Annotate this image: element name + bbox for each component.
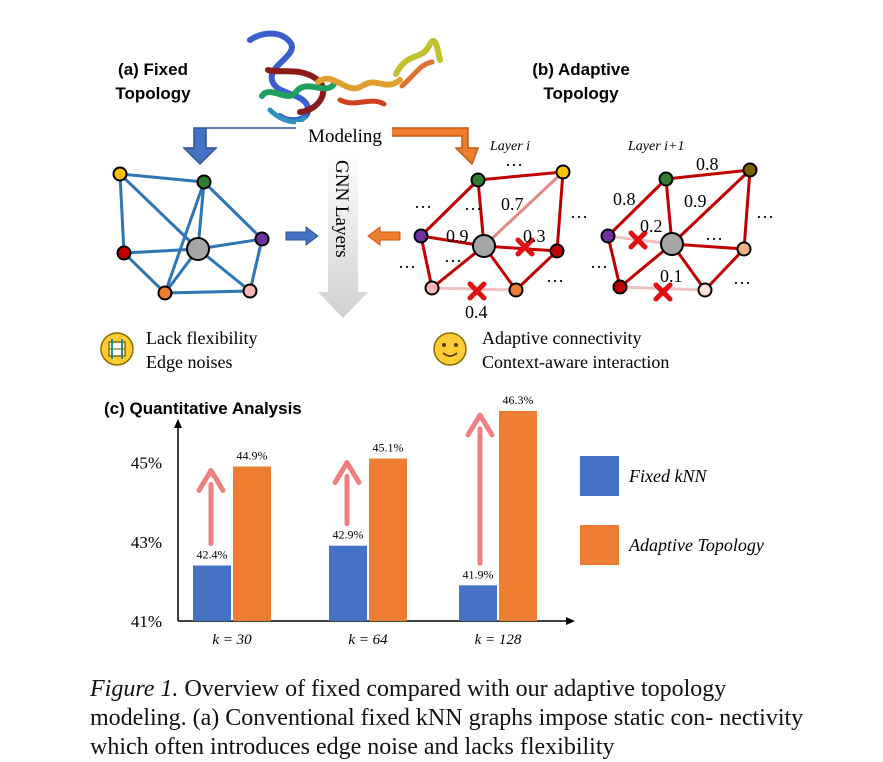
- ellipsis: …: [464, 194, 482, 214]
- bar: [329, 545, 367, 621]
- arrow-from-gnn: [367, 226, 401, 246]
- x-tick-label: k = 64: [348, 632, 388, 648]
- panel-a-title-line1: (a) Fixed: [118, 60, 188, 79]
- bar-value-label: 42.9%: [333, 528, 364, 542]
- ellipsis: …: [705, 224, 723, 244]
- weight-label: 0.8: [696, 154, 719, 174]
- y-tick-label: 43%: [131, 533, 162, 552]
- adaptive-graph-layer-i-nodes: [413, 164, 571, 298]
- weight-label: 0.9: [684, 191, 707, 211]
- panel-a-title-line2: Topology: [115, 84, 191, 103]
- molecule-illustration: [247, 30, 443, 125]
- panel-a-desc-line2: Edge noises: [146, 352, 232, 372]
- weight-label: 0.7: [501, 194, 524, 214]
- ellipsis: …: [444, 246, 462, 266]
- arrow-to-gnn: [285, 226, 319, 246]
- ellipsis: …: [414, 192, 432, 212]
- fixed-graph: [118, 172, 264, 295]
- weight-label: 0.9: [446, 226, 469, 246]
- ellipsis: …: [546, 266, 564, 286]
- improvement-arrowhead: [465, 412, 495, 438]
- modeling-arrow-left: [182, 127, 300, 166]
- gnn-layers-arrow: [318, 150, 368, 318]
- ellipsis: …: [590, 252, 608, 272]
- panel-b-title-line1: (b) Adaptive: [532, 60, 630, 79]
- x-tick-label: k = 128: [475, 632, 522, 648]
- x-tick-label: k = 30: [212, 632, 252, 648]
- adaptive-graph-layer-i1-nodes: [600, 162, 758, 298]
- bar-chart: 41% 43% 45% 42.4% 44.9% k = 30 42.9% 45.1% k = 6…: [131, 393, 764, 648]
- x-axis-arrowhead: [566, 617, 575, 625]
- bar-value-label: 46.3%: [503, 393, 534, 407]
- y-tick-label: 41%: [131, 612, 162, 631]
- legend-swatch: [580, 456, 619, 496]
- ellipsis: …: [756, 202, 774, 222]
- bar-value-label: 42.4%: [197, 548, 228, 562]
- bar-value-label: 45.1%: [373, 441, 404, 455]
- panel-b-desc-line1: Adaptive connectivity: [482, 328, 641, 348]
- legend-label: Fixed kNN: [628, 466, 707, 486]
- bar-value-label: 41.9%: [463, 567, 494, 581]
- layer-i-label: Layer i: [489, 139, 530, 154]
- weight-label: 0.3: [523, 226, 546, 246]
- frustrated-face-icon: [100, 332, 134, 366]
- modeling-label: Modeling: [308, 126, 382, 147]
- improvement-arrowhead: [332, 460, 362, 486]
- removed-edge-marks-layer-i1: [628, 230, 673, 302]
- improvement-arrowhead: [196, 467, 226, 493]
- happy-face-icon: [433, 332, 467, 366]
- weight-label: 0.4: [465, 302, 488, 322]
- bar: [499, 411, 537, 621]
- caption-text: Overview of fixed compared with our adap…: [90, 676, 804, 760]
- y-tick-label: 45%: [131, 454, 162, 473]
- panel-a-desc-line1: Lack flexibility: [146, 328, 257, 348]
- ellipsis: …: [398, 252, 416, 272]
- bar: [369, 458, 407, 621]
- ellipsis: …: [570, 202, 588, 222]
- legend-label: Adaptive Topology: [628, 535, 764, 555]
- bar: [459, 585, 497, 621]
- layer-i1-label: Layer i+1: [627, 139, 685, 154]
- modeling-arrow-right: [389, 127, 480, 166]
- panel-b-desc-line2: Context-aware interaction: [482, 352, 669, 372]
- bar-value-label: 44.9%: [237, 448, 268, 462]
- figure-caption: Figure 1. Overview of fixed compared wit…: [90, 675, 810, 762]
- removed-edge-marks-layer-i: [467, 237, 535, 301]
- weight-label: 0.2: [640, 216, 663, 236]
- y-axis-arrowhead: [174, 419, 182, 428]
- legend-swatch: [580, 525, 619, 565]
- ellipsis: …: [505, 150, 523, 170]
- panel-b-title-line2: Topology: [543, 84, 619, 103]
- fixed-graph-nodes: [112, 166, 270, 301]
- panel-c-title: (c) Quantitative Analysis: [104, 399, 302, 418]
- adaptive-graph-layer-i: [419, 170, 565, 292]
- weight-label: 0.8: [613, 189, 636, 209]
- caption-label: Figure 1.: [90, 676, 179, 702]
- figure-canvas: (a) Fixed Topology (b) Adaptive Topology…: [100, 30, 774, 648]
- weight-label: 0.1: [660, 266, 683, 286]
- modeling-label-bg: [296, 122, 392, 146]
- gnn-layers-label: GNN Layers: [331, 160, 352, 258]
- bar: [233, 466, 271, 621]
- bar: [193, 565, 231, 621]
- ellipsis: …: [733, 268, 751, 288]
